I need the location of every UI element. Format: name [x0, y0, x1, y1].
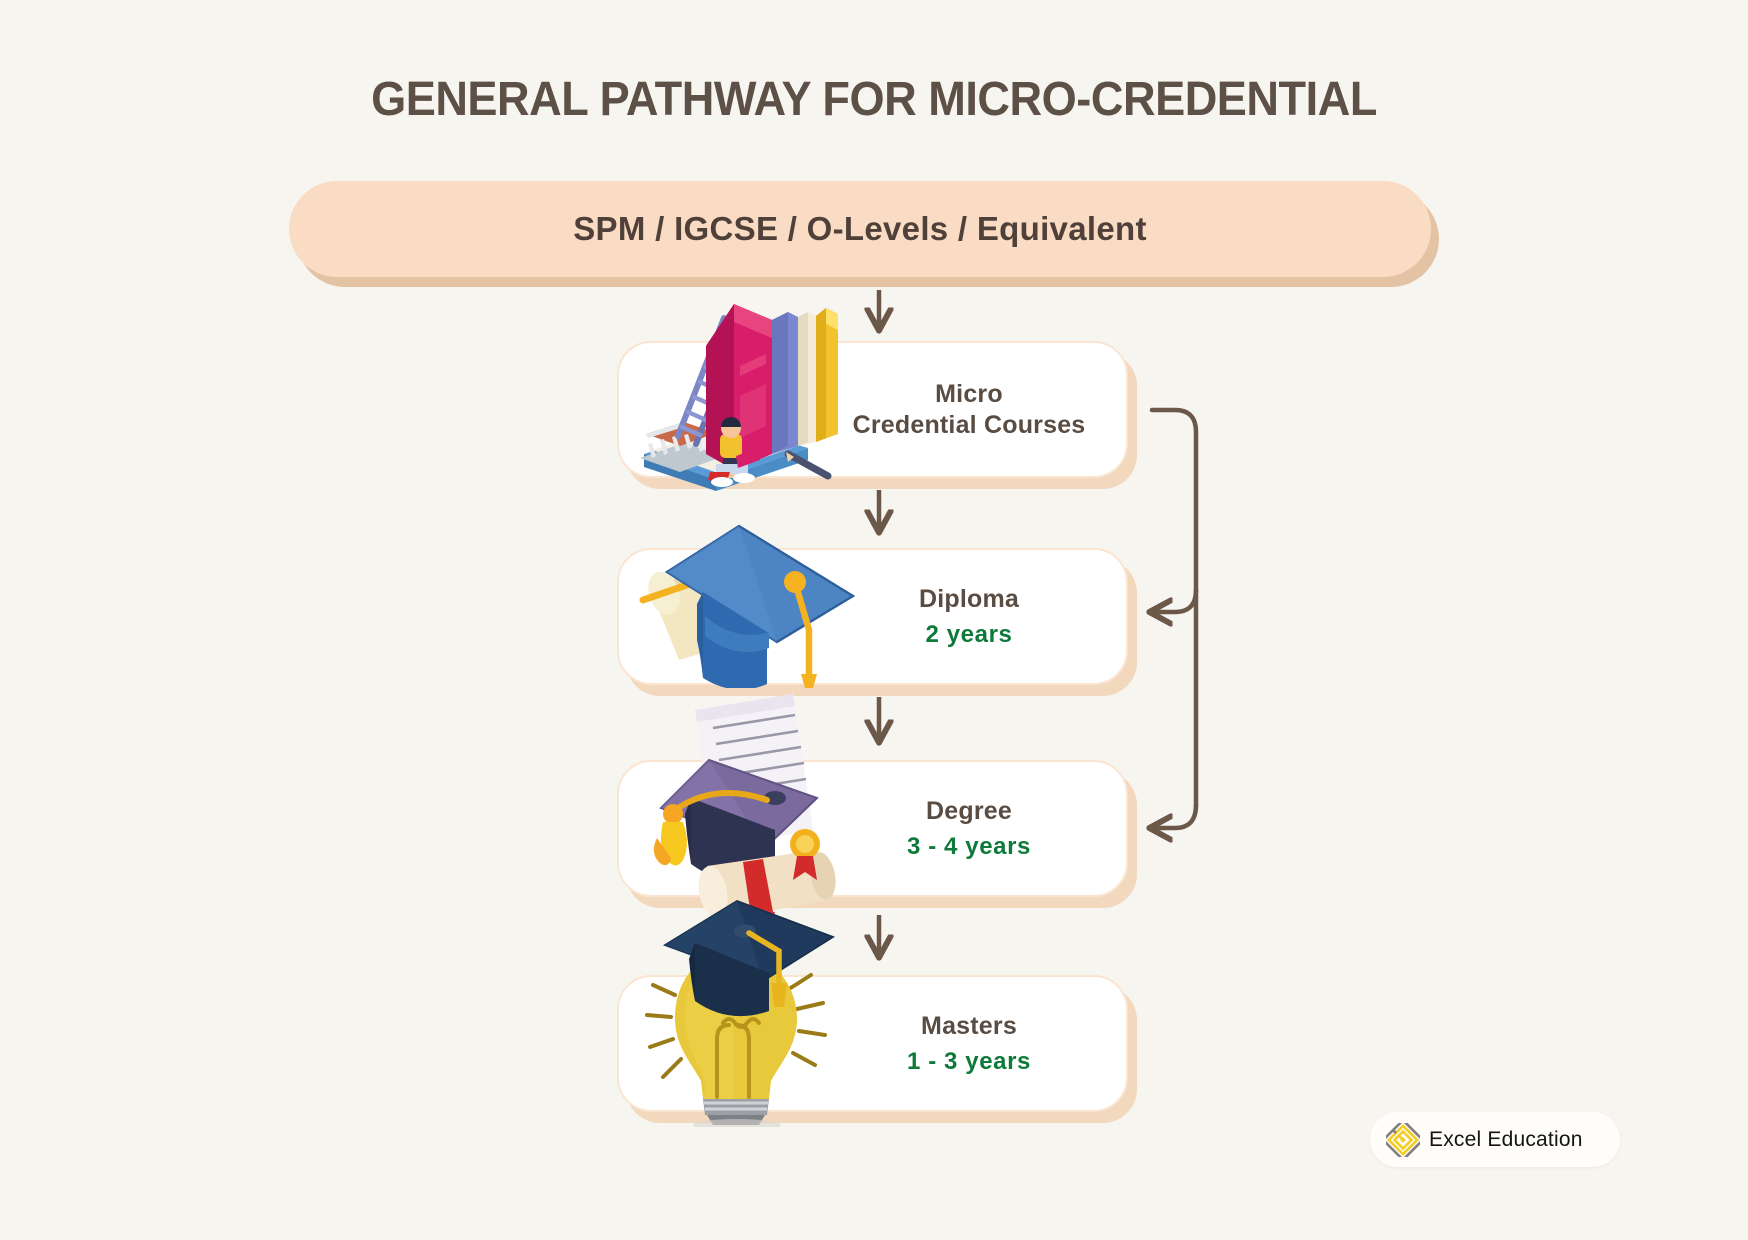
card-text-block: Masters 1 - 3 years: [819, 975, 1119, 1112]
banner-body: SPM / IGCSE / O-Levels / Equivalent: [289, 181, 1431, 277]
excel-education-diamond-logo-icon: [1386, 1122, 1420, 1157]
entry-requirement-banner: SPM / IGCSE / O-Levels / Equivalent: [289, 181, 1439, 287]
logo-label: Excel Education: [1429, 1127, 1583, 1151]
card-label-line1: Micro: [935, 380, 1003, 408]
card-text-block: Degree 3 - 4 years: [819, 760, 1119, 897]
bypass-branch-to-diploma: [1152, 587, 1199, 612]
brand-logo[interactable]: Excel Education: [1370, 1112, 1620, 1167]
step-card-diploma[interactable]: Diploma 2 years: [617, 524, 1137, 696]
step-card-degree[interactable]: Degree 3 - 4 years: [617, 694, 1137, 938]
card-label: Degree: [926, 797, 1012, 826]
card-duration: 3 - 4 years: [906, 832, 1032, 860]
banner-label: SPM / IGCSE / O-Levels / Equivalent: [573, 210, 1147, 247]
card-label-line2: Credential Courses: [852, 410, 1086, 439]
card-text-block: Diploma 2 years: [819, 548, 1119, 685]
card-label: Masters: [921, 1012, 1017, 1041]
card-label: Micro Credential Courses: [853, 379, 1086, 440]
bypass-trunk-micro-right: [1149, 407, 1199, 808]
card-duration: 1 - 3 years: [906, 1047, 1032, 1075]
step-card-masters[interactable]: Masters 1 - 3 years: [617, 900, 1137, 1127]
bypass-branch-to-degree: [1152, 802, 1199, 828]
step-card-micro-credential-courses[interactable]: Micro Credential Courses: [617, 304, 1137, 491]
card-duration: 2 years: [925, 620, 1013, 648]
card-text-block: Micro Credential Courses: [819, 341, 1119, 478]
page-title: GENERAL PATHWAY FOR MICRO-CREDENTIAL: [371, 73, 1377, 126]
card-label: Diploma: [918, 585, 1020, 614]
